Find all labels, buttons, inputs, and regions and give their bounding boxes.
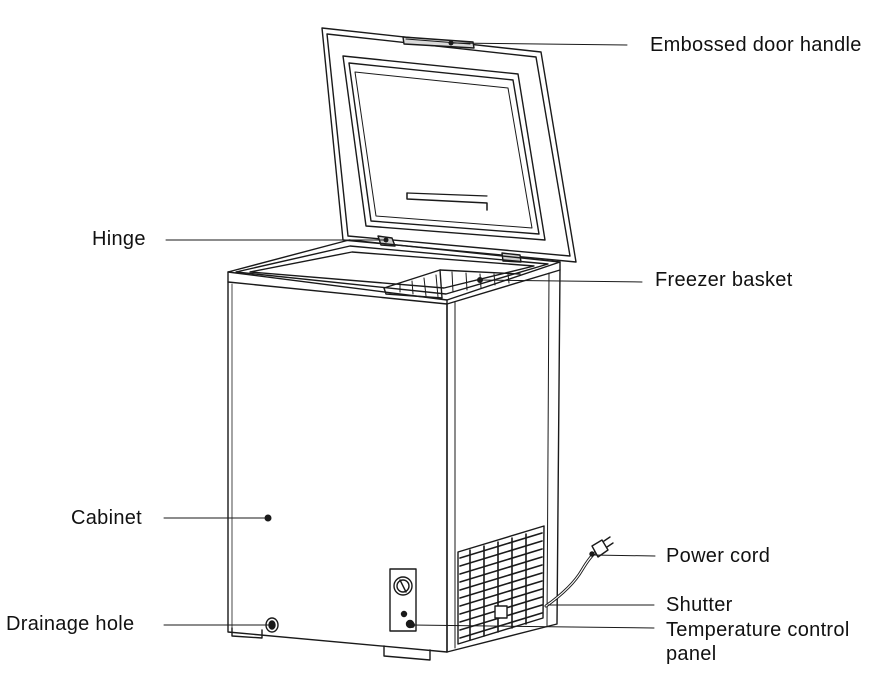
shutter-grille — [457, 525, 545, 645]
label-freezer-basket: Freezer basket — [655, 269, 793, 291]
lid — [321, 27, 577, 263]
label-shutter: Shutter — [666, 594, 733, 616]
cabinet — [227, 269, 561, 661]
label-temperature-control-panel: Temperature control panel — [666, 619, 850, 665]
power-cord — [544, 536, 614, 608]
callout-lines — [163, 40, 656, 629]
temperature-control-panel — [389, 568, 417, 632]
label-drainage-hole: Drainage hole — [6, 613, 135, 635]
label-hinge: Hinge — [92, 228, 146, 250]
label-embossed-door-handle: Embossed door handle — [650, 34, 862, 56]
embossed-door-handle — [402, 36, 475, 49]
label-power-cord: Power cord — [666, 545, 771, 567]
label-cabinet: Cabinet — [71, 507, 143, 529]
